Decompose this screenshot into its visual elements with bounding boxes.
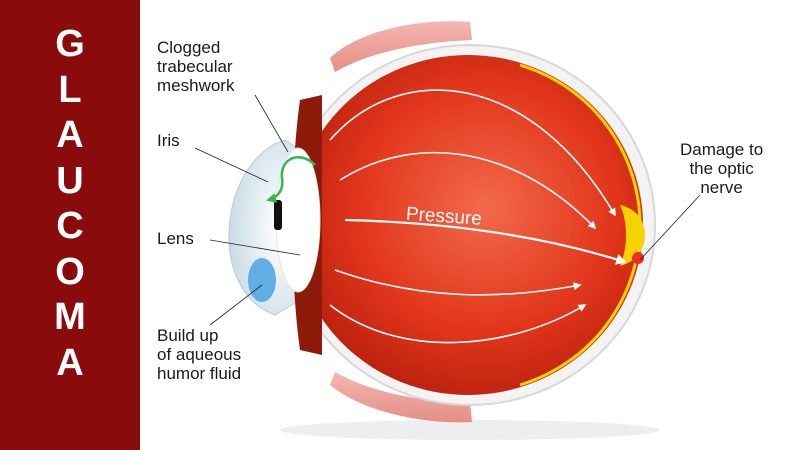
buildup-label: Build up of aqueous humor fluid <box>157 326 241 383</box>
lower-eyelid <box>330 372 472 423</box>
upper-eyelid <box>330 21 472 72</box>
label-line: Damage to <box>680 140 764 159</box>
leader-line <box>209 284 263 326</box>
title-sidebar: G L A U C O M A <box>0 0 140 450</box>
eye-diagram: Pressure <box>194 21 701 440</box>
label-line: Clogged <box>157 38 221 57</box>
pressure-arrow <box>329 304 587 344</box>
title-letter: L <box>58 68 82 111</box>
optic-nerve-damage-label: Damage to the optic nerve <box>680 140 763 197</box>
label-line: Build up <box>157 326 219 345</box>
optic-disc <box>620 205 645 266</box>
vertical-title: G L A U C O M A <box>0 22 140 386</box>
pressure-arrow <box>334 269 582 296</box>
clogged-meshwork-label: Clogged trabecular meshwork <box>157 38 234 95</box>
label-line: trabecular <box>157 57 233 76</box>
leader-line <box>639 194 701 261</box>
label-line: of aqueous <box>157 345 242 364</box>
lens-label: Lens <box>157 229 194 248</box>
label-line: nerve <box>700 178 743 197</box>
pressure-arrow <box>339 151 597 230</box>
aqueous-fluid <box>248 258 276 302</box>
leader-line <box>194 147 269 183</box>
label-line: the optic <box>689 159 754 178</box>
iris-label: Iris <box>157 131 180 150</box>
title-letter: A <box>56 341 84 384</box>
pupil <box>274 200 282 230</box>
pressure-arrow-main <box>344 218 628 265</box>
leader-line <box>254 94 289 153</box>
title-letter: C <box>56 205 84 247</box>
ground-shadow <box>280 420 660 440</box>
title-letter: M <box>54 296 86 338</box>
leader-line <box>209 239 301 256</box>
aqueous-flow-arrow <box>266 156 316 203</box>
optic-damage-spot <box>632 252 644 264</box>
title-letter: O <box>55 250 85 293</box>
title-letter: U <box>56 159 84 202</box>
pressure-arrow <box>329 89 616 217</box>
label-line: humor fluid <box>157 364 242 383</box>
title-letter: A <box>56 114 84 156</box>
title-letter: G <box>55 23 85 65</box>
label-line: meshwork <box>157 76 235 95</box>
